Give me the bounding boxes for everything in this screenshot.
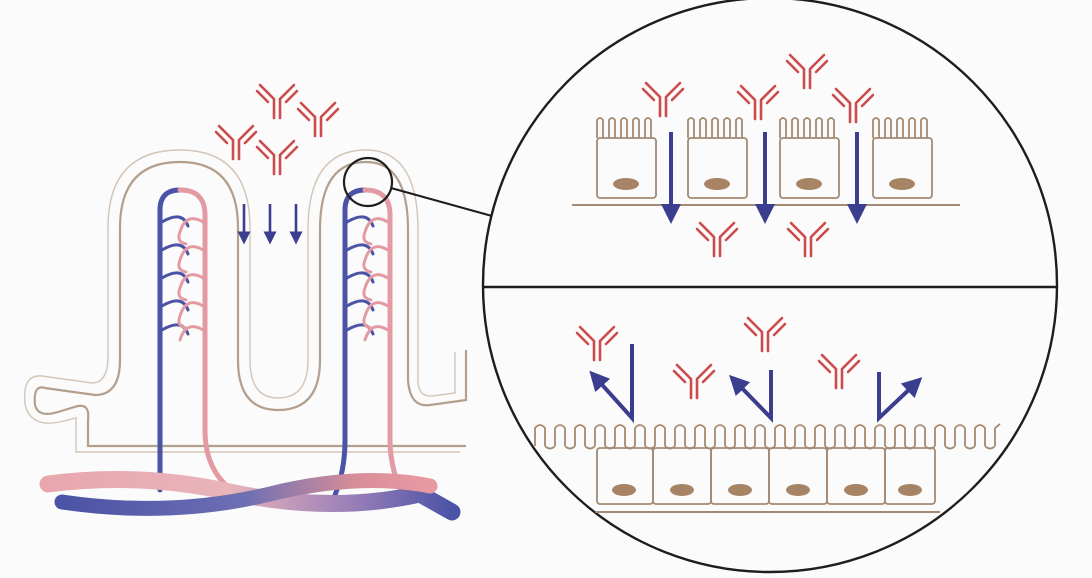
villus-2-capillary-loop (332, 187, 408, 503)
antibody-icon (255, 83, 299, 120)
rebound-arrows (589, 344, 923, 424)
bounce-arrow-icon (729, 370, 773, 423)
cell-nucleus (889, 178, 915, 190)
antibody-icon (214, 124, 258, 161)
zoom-region-indicator (342, 156, 394, 208)
microvilli-border (534, 428, 996, 446)
epithelial-cell (884, 447, 936, 505)
cell-nucleus (704, 178, 730, 190)
zoom-connector-line (390, 187, 493, 217)
transcytosis-arrows (661, 132, 867, 224)
cell-nucleus (728, 484, 752, 496)
microvilli-tips (534, 423, 1001, 429)
absorption-arrows (237, 204, 303, 245)
cell-nucleus (612, 484, 636, 496)
lumen-antibodies (214, 83, 340, 176)
bounce-arrow-icon (877, 372, 923, 423)
cell-nucleus (613, 178, 639, 190)
villus-1-capillary-loop (157, 187, 235, 493)
cell-nucleus (898, 484, 922, 496)
antibody-icon (255, 139, 299, 176)
epithelial-cell (779, 117, 840, 199)
villus-inner-outline (23, 149, 460, 453)
permeable-epithelium (572, 53, 960, 258)
epithelial-cell (596, 117, 657, 199)
cell-nucleus (786, 484, 810, 496)
epithelial-cell (687, 117, 748, 199)
bounce-arrow-icon (589, 344, 634, 424)
cell-nucleus (796, 178, 822, 190)
magnified-view (481, 0, 1059, 574)
villus-outline (33, 160, 468, 448)
intestinal-villi-illustration (23, 83, 468, 521)
base-vessel-vein (54, 473, 438, 516)
impermeable-epithelium (534, 316, 1001, 513)
antibody-icon (296, 101, 340, 138)
cell-nucleus (670, 484, 694, 496)
epithelial-cell (872, 117, 933, 199)
cell-nucleus (844, 484, 868, 496)
base-vessel-artery (39, 471, 461, 521)
